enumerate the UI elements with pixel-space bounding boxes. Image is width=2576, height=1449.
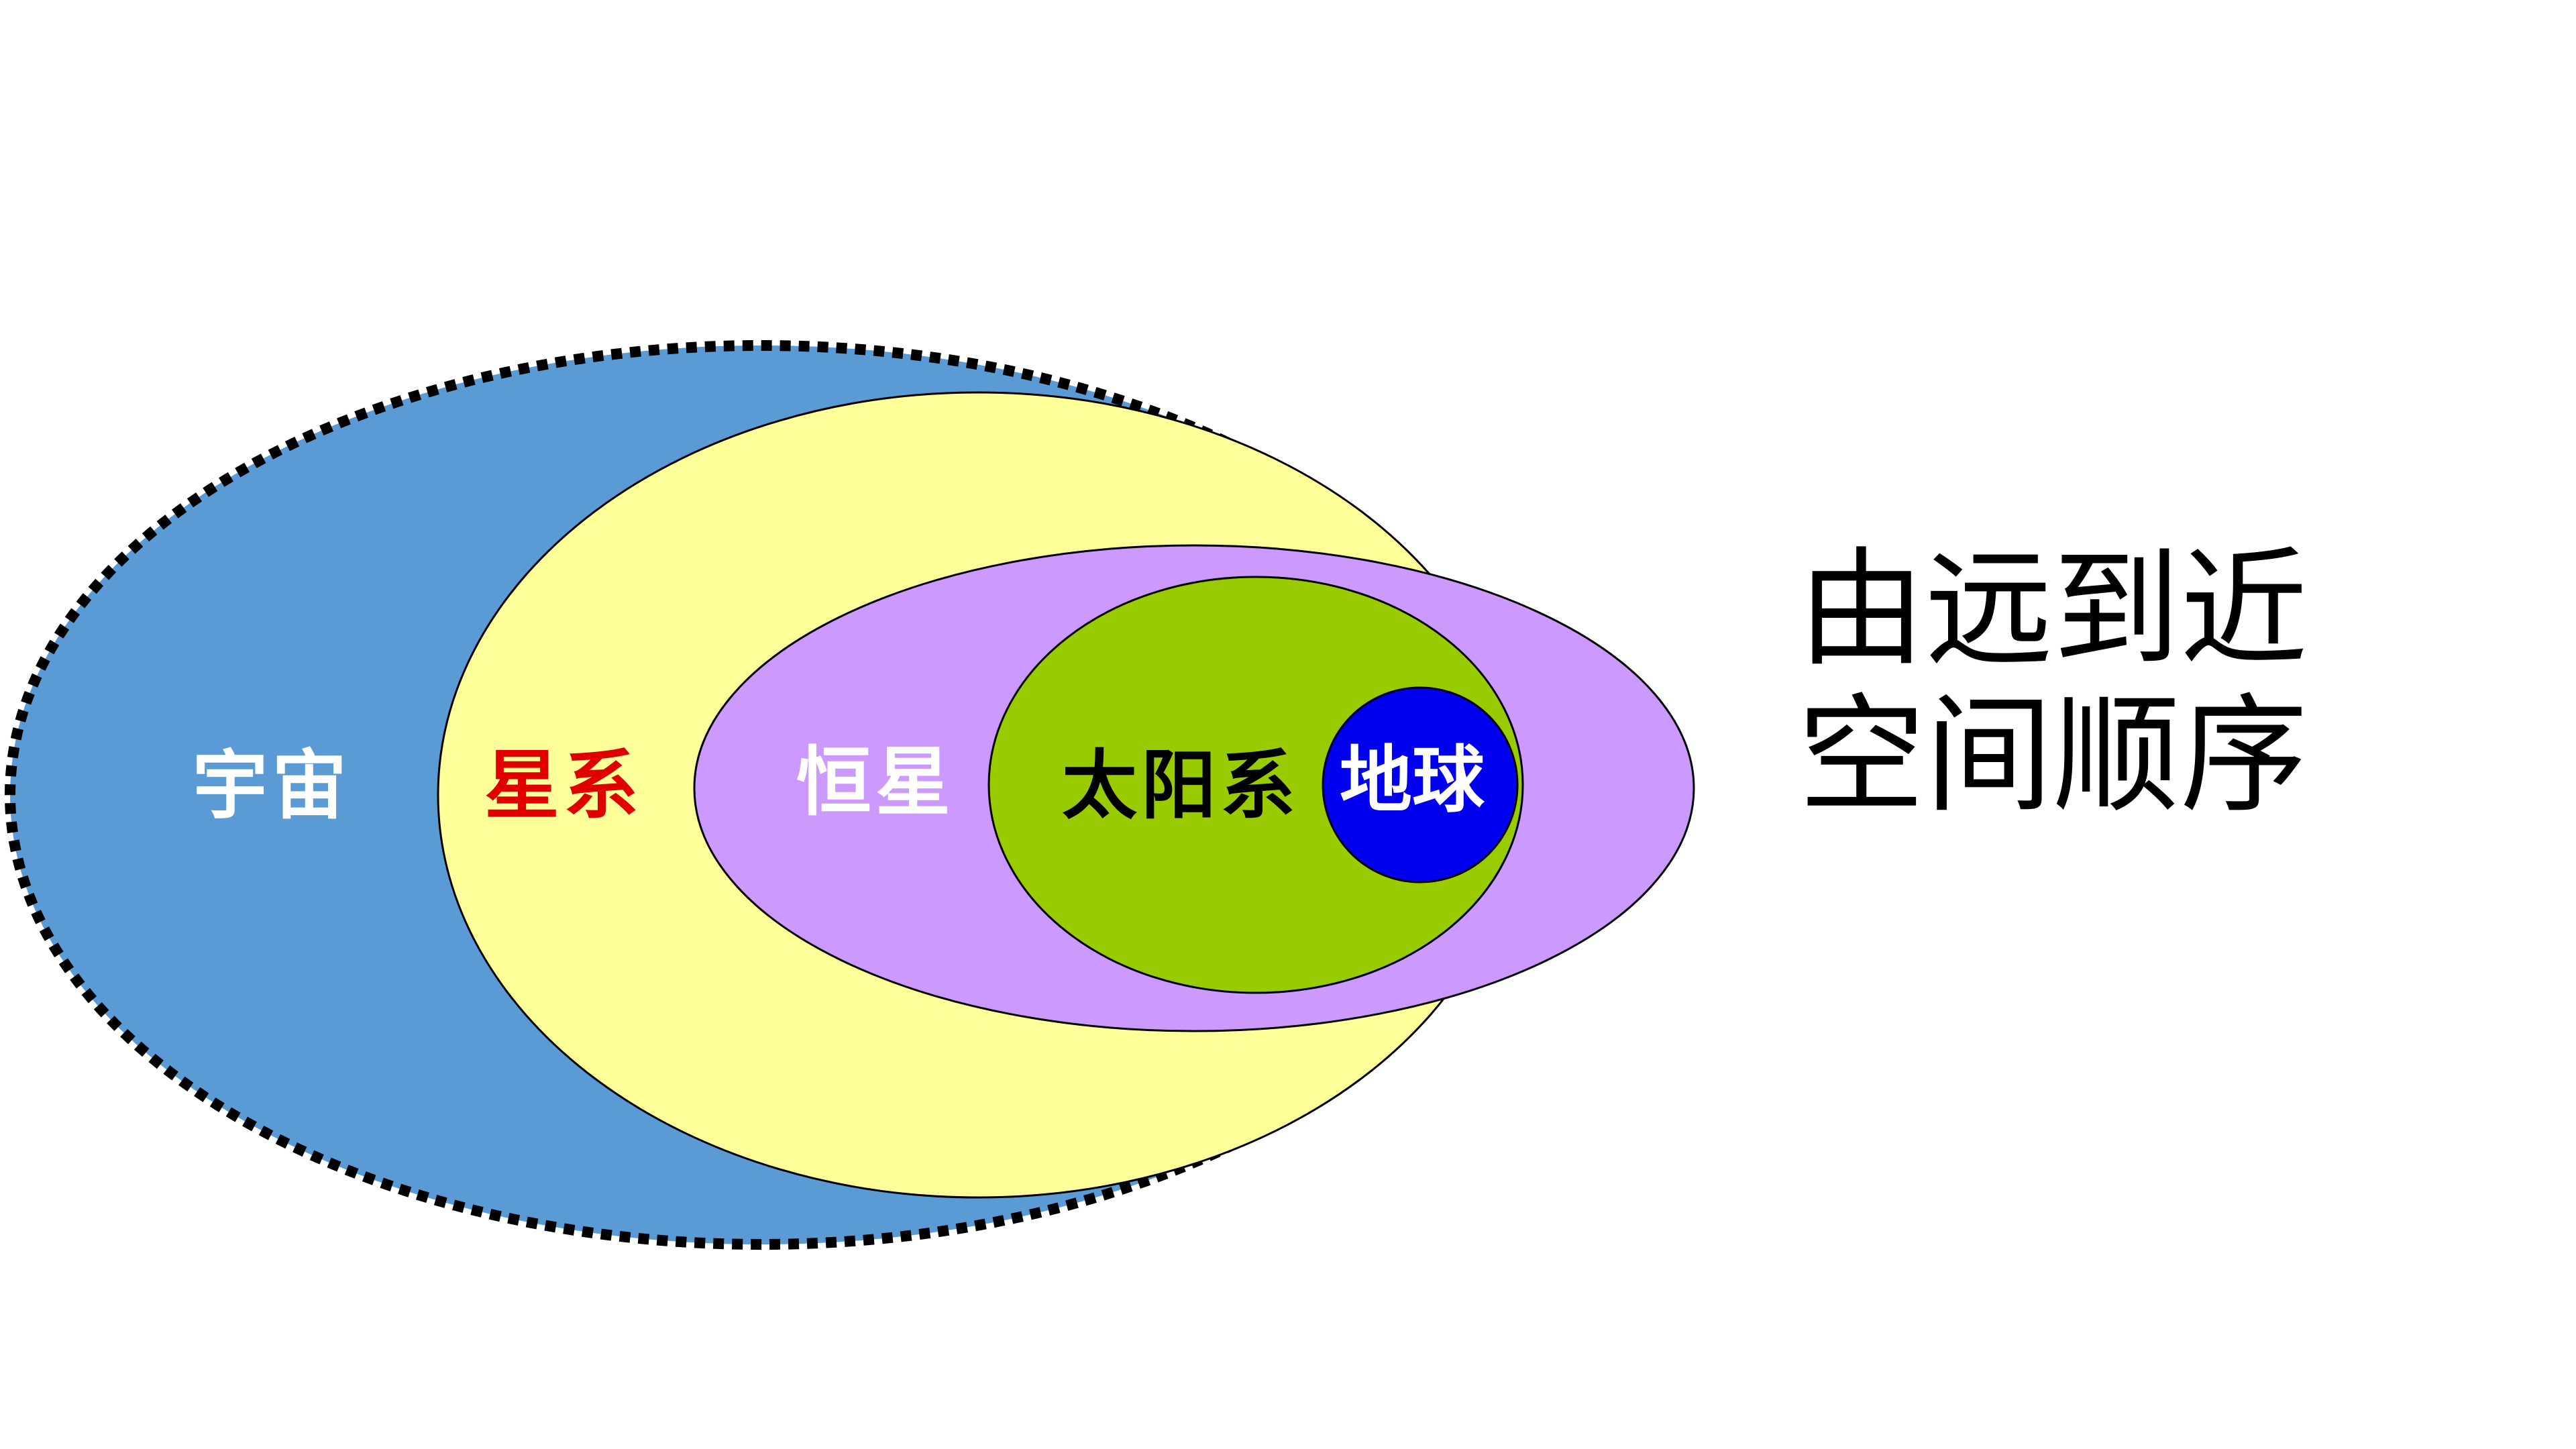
label-solar-system: 太阳系 (1062, 741, 1299, 829)
label-galaxy: 星系 (484, 741, 643, 829)
caption-line-2: 空间顺序 (1798, 682, 2308, 830)
ring-solar-system (987, 576, 1524, 994)
caption-line-1: 由远到近 (1798, 535, 2308, 684)
caption: 由远到近 空间顺序 (1798, 537, 2469, 829)
ring-earth (1322, 686, 1519, 883)
label-earth: 地球 (1340, 739, 1485, 822)
label-star: 恒星 (796, 738, 955, 826)
label-universe: 宇宙 (193, 741, 351, 829)
